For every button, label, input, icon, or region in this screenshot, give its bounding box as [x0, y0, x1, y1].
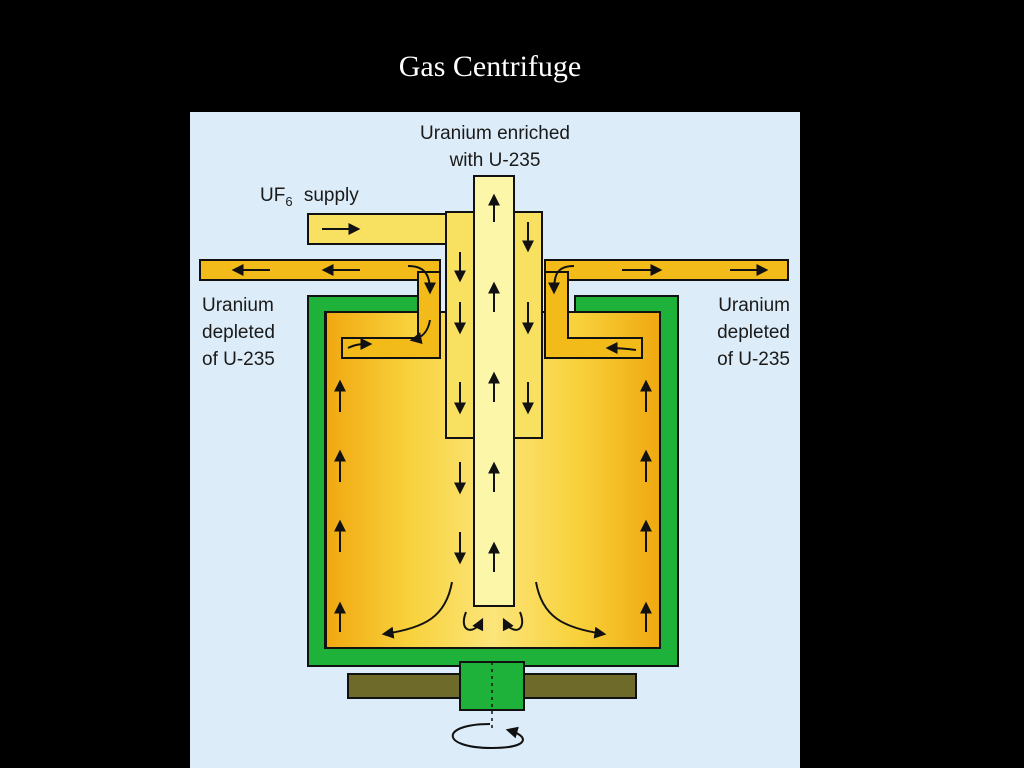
centrifuge-drawing [190, 112, 800, 768]
depleted-label-right: Uranium depleted of U-235 [660, 292, 790, 373]
supply-label-prefix: UF [260, 185, 286, 206]
supply-label-suffix: supply [303, 185, 359, 206]
depleted-left-line2: depleted [202, 322, 275, 343]
depleted-pipe-right [544, 259, 789, 281]
depleted-left-line3: of U-235 [202, 349, 275, 370]
enriched-label-line1: Uranium enriched [420, 123, 570, 144]
enriched-label: Uranium enriched with U-235 [390, 120, 600, 174]
depleted-right-line3: of U-235 [717, 349, 790, 370]
depleted-label-left: Uranium depleted of U-235 [202, 292, 322, 373]
depleted-left-line1: Uranium [202, 295, 274, 316]
supply-label: UF6 supply [260, 182, 460, 210]
flow-arrows [231, 193, 769, 639]
centrifuge-diagram: Uranium enriched with U-235 UF6 supply U… [190, 112, 800, 768]
slide-title: Gas Centrifuge [398, 50, 582, 83]
depleted-pipe-left [199, 259, 441, 281]
depleted-right-line2: depleted [717, 322, 790, 343]
rotation-arrow [451, 723, 524, 750]
depleted-right-line1: Uranium [718, 295, 790, 316]
supply-label-subscript: 6 [285, 194, 293, 209]
enriched-label-line2: with U-235 [449, 150, 541, 171]
